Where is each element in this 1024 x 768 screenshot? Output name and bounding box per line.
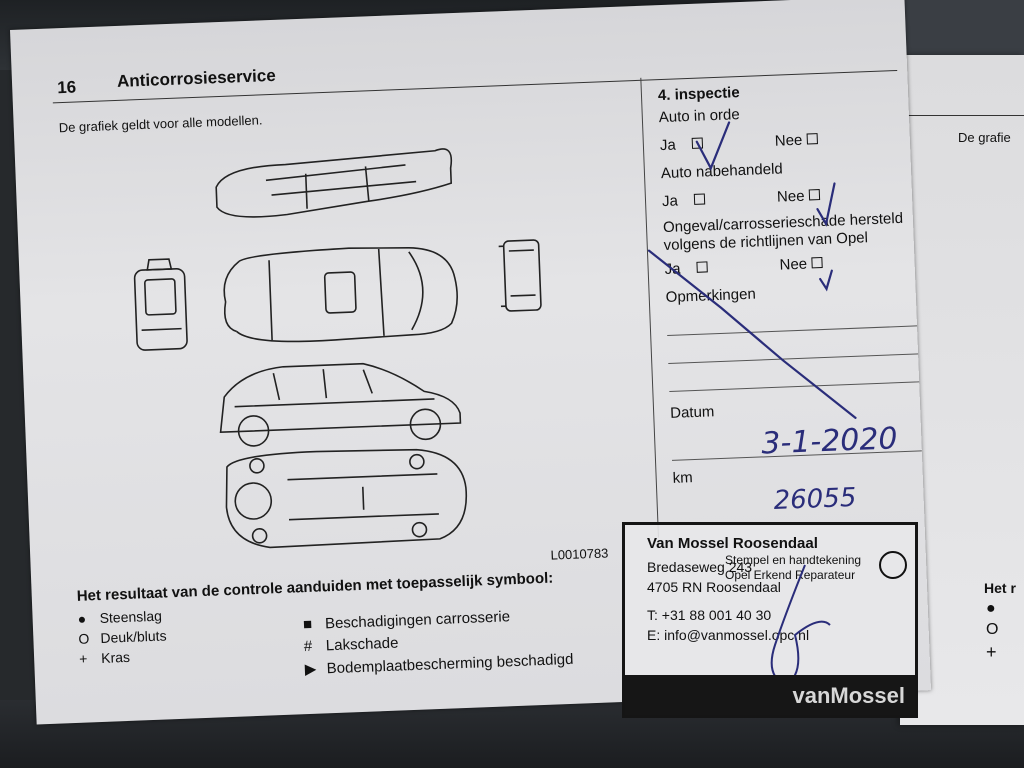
stamp-city: 4705 RN Roosendaal <box>647 579 781 595</box>
stamp-brand: vanMossel <box>792 683 906 708</box>
check-mark-q2 <box>816 182 836 227</box>
stamp-note-opel: Opel Erkend Reparateur <box>725 568 856 582</box>
check-mark-q3 <box>819 269 833 292</box>
car-rear-view <box>498 239 542 312</box>
car-outline-diagram <box>133 148 542 549</box>
diagram-code: L0010783 <box>550 545 609 563</box>
right-legend-dot: ● <box>986 600 996 617</box>
right-header-rule <box>900 115 1024 116</box>
handwritten-marks <box>647 121 857 419</box>
car-top-view <box>223 247 458 343</box>
handwritten-signature <box>770 564 831 687</box>
car-underbody-view <box>225 448 468 549</box>
right-page-heading: Het r <box>984 580 1016 596</box>
car-front-view <box>133 258 188 351</box>
handwritten-km: 26055 <box>773 482 857 517</box>
right-legend-circle: O <box>986 621 999 638</box>
legend-item-bodemplaat: ▶Bodemplaatbescherming beschadigd <box>304 650 574 679</box>
dealer-stamp: Van Mossel Roosendaal Bredaseweg 243 470… <box>622 522 918 718</box>
right-legend-plus: + <box>986 642 997 662</box>
booklet-page: 16 Anticorrosieservice De grafiek geldt … <box>10 0 932 725</box>
right-page-subtitle: De grafie <box>958 130 1011 145</box>
strike-through-line <box>647 249 857 419</box>
stamp-email: E: info@vanmossel.opc.nl <box>647 627 810 643</box>
check-mark-q1 <box>695 121 731 171</box>
legend-title: Het resultaat van de controle aanduiden … <box>76 569 554 605</box>
legend-item-lakschade: #Lakschade <box>303 634 399 656</box>
legend-item-kras: +Kras <box>78 648 131 667</box>
page-number: 16 <box>56 77 77 98</box>
stamp-name: Van Mossel Roosendaal <box>647 535 818 552</box>
stamp-address: Bredaseweg 243 <box>647 559 753 575</box>
car-side-view <box>219 362 462 447</box>
stamp-note-signature: Stempel en handtekening <box>725 553 862 567</box>
stamp-phone: T: +31 88 001 40 30 <box>647 607 772 623</box>
opel-logo-icon <box>879 551 907 579</box>
car-top-flat-view <box>215 148 453 218</box>
legend-item-carrosserie: ■Beschadigingen carrosserie <box>302 608 511 634</box>
km-label: km <box>672 469 694 487</box>
stamp-footer-band: vanMossel <box>625 675 915 715</box>
page-title: Anticorrosieservice <box>116 65 277 91</box>
legend-item-steenslag: ●Steenslag <box>77 607 163 627</box>
page-subtitle: De grafiek geldt voor alle modellen. <box>58 112 263 136</box>
